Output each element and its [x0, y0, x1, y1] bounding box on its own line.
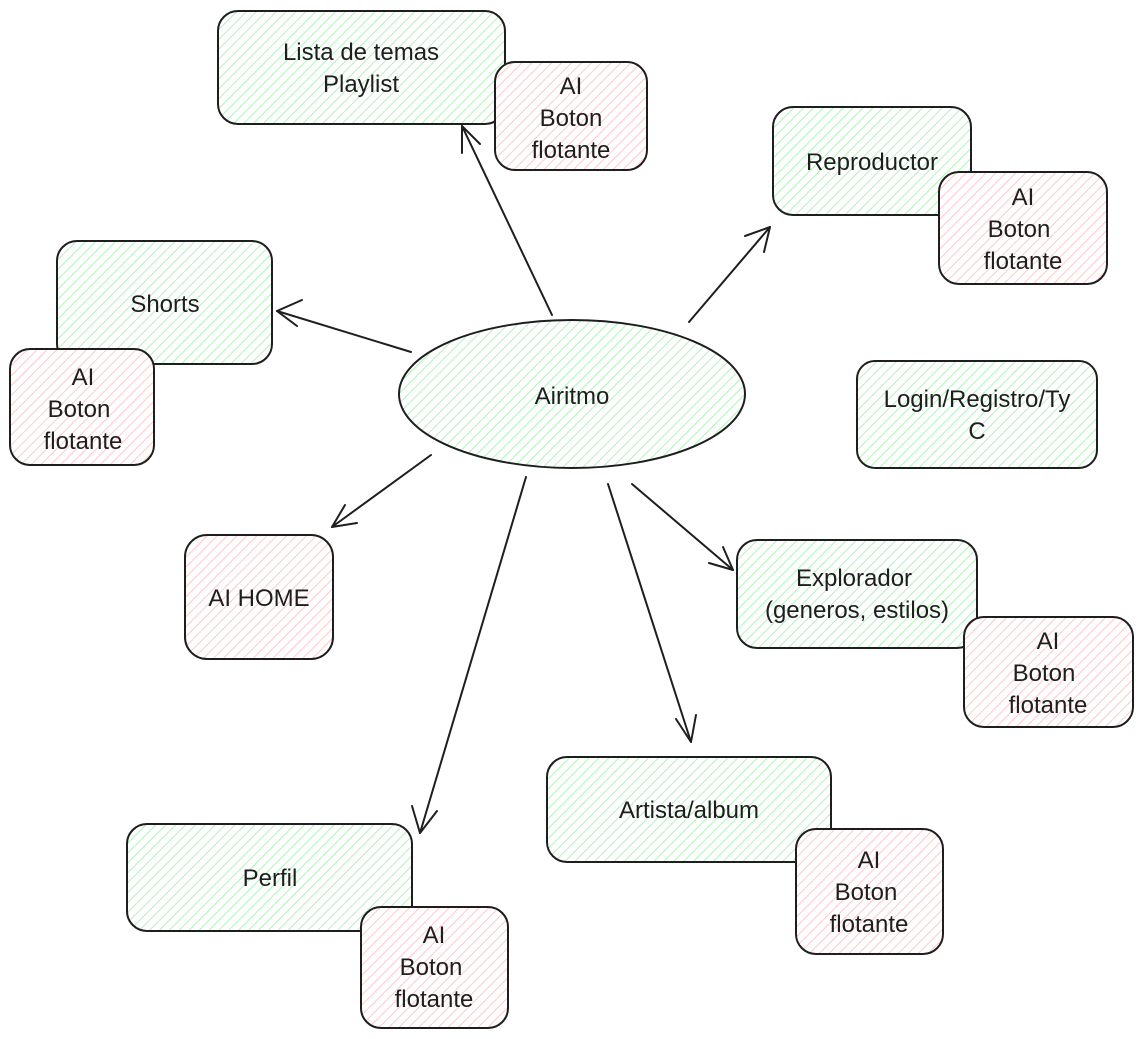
ai-badge-reproductor-line-3: flotante [984, 248, 1063, 275]
ai-badge-shorts: AI Boton flotante [9, 348, 155, 466]
arrow-to-shorts [276, 299, 412, 353]
ai-badge-reproductor-line-1: AI [1012, 184, 1035, 211]
ai-badge-artista-line-2: Boton [835, 879, 898, 906]
ai-badge-explorador-line-3: flotante [1009, 692, 1088, 719]
ai-badge-playlist-line-2: Boton [540, 105, 603, 132]
node-perfil: Perfil [126, 823, 413, 932]
node-artista-label: Artista/album [619, 797, 759, 824]
node-ai-home-label: AI HOME [208, 585, 309, 612]
ai-badge-shorts-line-1: AI [72, 364, 95, 391]
node-shorts-label: Shorts [130, 291, 199, 318]
ai-badge-perfil-line-1: AI [423, 922, 446, 949]
node-reproductor: Reproductor [772, 106, 972, 216]
node-shorts: Shorts [56, 240, 273, 365]
ai-badge-artista-line-1: AI [858, 847, 881, 874]
node-playlist: Lista de temas Playlist [217, 10, 506, 125]
ai-badge-perfil: AI Boton flotante [360, 906, 509, 1029]
ai-badge-explorador: AI Boton flotante [963, 616, 1134, 728]
ai-badge-artista: AI Boton flotante [795, 828, 944, 955]
ai-badge-playlist-line-3: flotante [532, 137, 611, 164]
ai-badge-perfil-line-2: Boton [400, 954, 463, 981]
arrow-to-reproductor [688, 226, 771, 323]
ai-badge-artista-line-3: flotante [830, 911, 909, 938]
arrow-to-explorador [631, 483, 734, 571]
center-node-label: Airitmo [535, 383, 610, 410]
node-reproductor-label: Reproductor [806, 149, 938, 176]
node-explorador-label-2: (generos, estilos) [765, 597, 949, 624]
ai-badge-playlist-line-1: AI [560, 73, 583, 100]
node-explorador-label-1: Explorador [796, 565, 912, 592]
center-node-airitmo: Airitmo [398, 319, 746, 469]
node-perfil-label: Perfil [243, 865, 298, 892]
arrow-to-playlist [461, 125, 553, 316]
ai-badge-reproductor: AI Boton flotante [938, 171, 1108, 285]
node-login: Login/Registro/Ty C [856, 360, 1098, 469]
arrow-to-artista [607, 483, 697, 743]
ai-badge-reproductor-line-2: Boton [988, 216, 1051, 243]
node-explorador: Explorador (generos, estilos) [736, 539, 978, 649]
ai-badge-explorador-line-1: AI [1037, 628, 1060, 655]
node-login-label-2: C [968, 418, 985, 445]
node-playlist-label-2: Playlist [323, 71, 399, 98]
ai-badge-explorador-line-2: Boton [1013, 660, 1076, 687]
ai-badge-playlist: AI Boton flotante [494, 61, 648, 171]
node-artista: Artista/album [546, 756, 832, 863]
node-playlist-label-1: Lista de temas [283, 39, 439, 66]
ai-badge-shorts-line-3: flotante [44, 428, 123, 455]
node-login-label-1: Login/Registro/Ty [884, 386, 1071, 413]
ai-badge-shorts-line-2: Boton [48, 396, 111, 423]
ai-badge-perfil-line-3: flotante [395, 986, 474, 1013]
arrow-to-perfil [411, 476, 527, 834]
arrow-to-ai-home [331, 454, 432, 528]
node-ai-home: AI HOME [184, 534, 334, 660]
